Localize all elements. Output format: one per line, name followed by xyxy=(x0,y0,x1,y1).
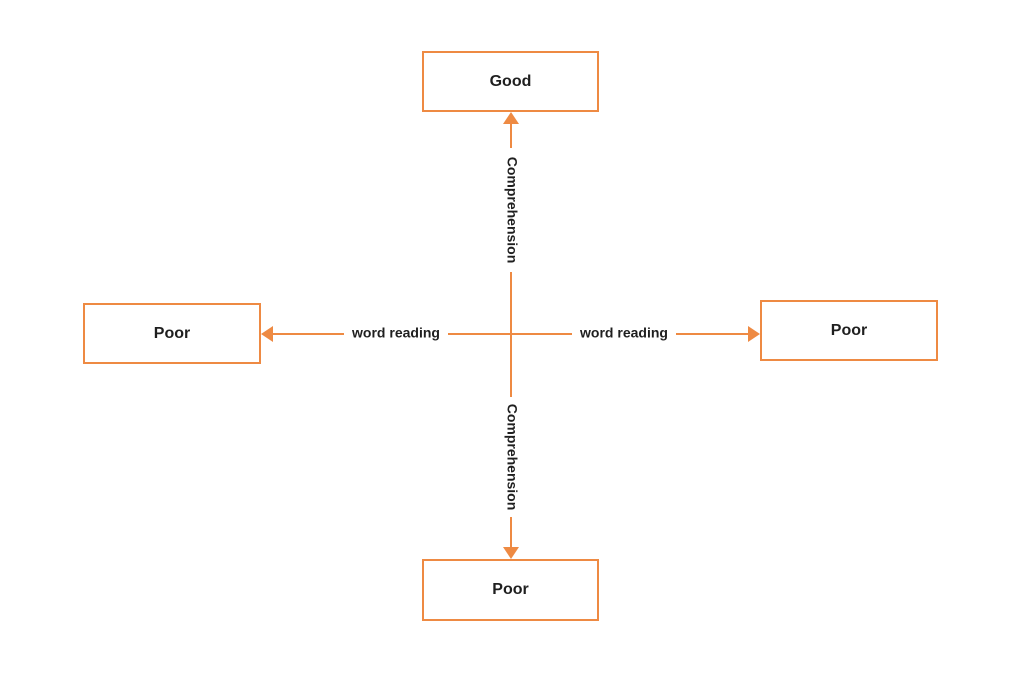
node-left-label: Poor xyxy=(154,325,190,342)
node-top: Good xyxy=(422,51,599,112)
horizontal-axis-right-label: word reading xyxy=(579,325,668,341)
arrow-left-icon xyxy=(261,326,273,342)
node-top-label: Good xyxy=(490,73,532,90)
arrow-right-icon xyxy=(748,326,760,342)
node-left: Poor xyxy=(83,303,261,364)
node-bottom: Poor xyxy=(422,559,599,621)
vertical-axis-lower-label: Comprehension xyxy=(504,404,520,511)
arrow-down-icon xyxy=(503,547,519,559)
node-right-label: Poor xyxy=(831,322,867,339)
arrow-up-icon xyxy=(503,112,519,124)
node-right: Poor xyxy=(760,300,938,361)
horizontal-axis-left-label: word reading xyxy=(351,325,440,341)
node-bottom-label: Poor xyxy=(492,581,528,598)
vertical-axis-upper-label: Comprehension xyxy=(504,157,520,264)
